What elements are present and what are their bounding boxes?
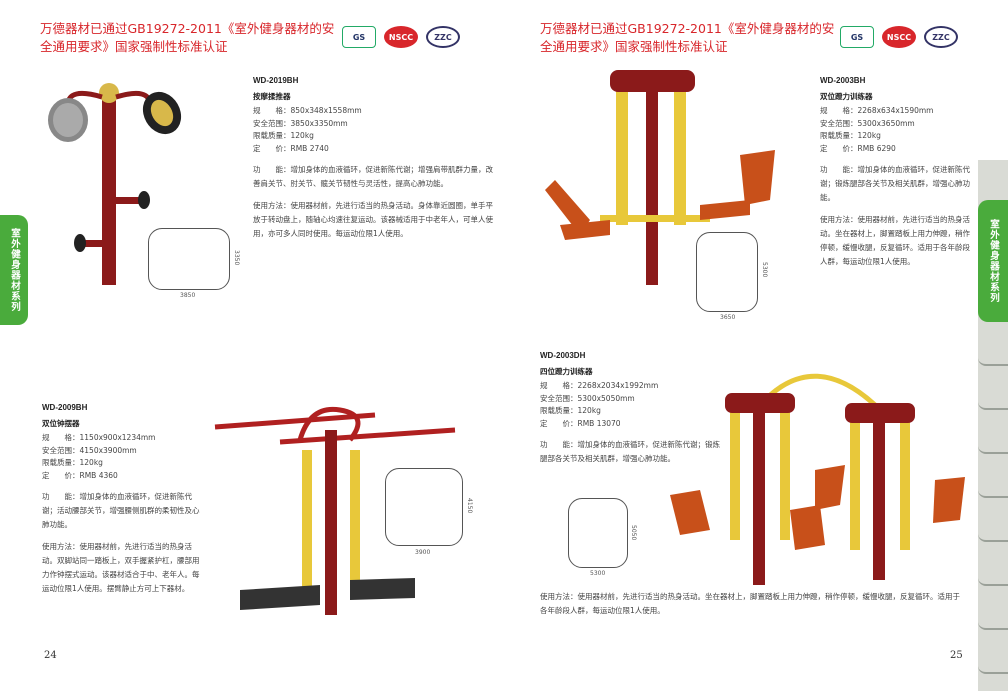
dim-depth: 5050 xyxy=(630,525,637,541)
spec-load: 限载质量：120kg xyxy=(42,458,103,467)
footprint-diagram-1 xyxy=(148,228,230,290)
dim-width: 3850 xyxy=(180,292,196,299)
spec-usage: 使用方法：使用器材前，先进行适当的热身活动。坐在器材上，脚置踏板上用力伸蹬，稍作… xyxy=(540,592,960,615)
spec-size: 规 格：1150x900x1234mm xyxy=(42,433,156,442)
spec-range: 安全范围：5300x5050mm xyxy=(540,393,635,403)
zzc-logo: ZZC xyxy=(924,26,958,48)
grey-tab[interactable] xyxy=(978,366,1008,410)
product-spec-4: WD-2003DH 四位蹬力训练器 规 格：2268x2034x1992mm 安… xyxy=(540,350,720,466)
product-spec-2: WD-2003BH 双位蹬力训练器 规 格：2268x634x1590mm 安全… xyxy=(820,75,970,269)
spec-size: 规 格：2268x2034x1992mm xyxy=(540,381,659,390)
spec-size: 规 格：850x348x1558mm xyxy=(253,106,362,115)
page-number-right: 25 xyxy=(950,650,963,661)
product-spec-3: WD-2009BH 双位钟摆器 规 格：1150x900x1234mm 安全范围… xyxy=(42,402,202,596)
product-spec-1: WD-2019BH 按摩揉推器 规 格：850x348x1558mm 安全范围：… xyxy=(253,75,493,241)
nscc-logo: NSCC xyxy=(882,26,916,48)
footprint-diagram-4 xyxy=(568,498,628,568)
product-name: 双位蹬力训练器 xyxy=(820,91,873,101)
dim-width: 5300 xyxy=(590,570,606,577)
gs-logo: GS xyxy=(840,26,874,48)
spec-price: 定 价：RMB 4360 xyxy=(42,470,118,480)
spec-usage: 使用方法：使用器材前，先进行适当的热身活动。身体靠近圆圈，单手平放于转动盘上，随… xyxy=(253,201,493,238)
side-tab-right[interactable]: 室外健身器材系列 xyxy=(978,200,1008,322)
pendulum-image xyxy=(214,406,456,615)
spec-usage: 使用方法：使用器材前，先进行适当的热身活动。坐在器材上，脚置踏板上用力伸蹬，稍作… xyxy=(820,215,970,266)
grey-tab[interactable] xyxy=(978,498,1008,542)
spec-function: 功 能：增加身体的血液循环，促进新陈代谢；锻炼腿部各关节及相关肌群，增强心肺功能… xyxy=(820,165,970,202)
product-model: WD-2003BH xyxy=(820,76,866,85)
spec-size: 规 格：2268x634x1590mm xyxy=(820,106,934,115)
quad-leg-press-image xyxy=(670,373,965,585)
product-model: WD-2019BH xyxy=(253,76,299,85)
spec-range: 安全范围：5300x3650mm xyxy=(820,118,915,128)
product-name: 按摩揉推器 xyxy=(253,91,291,101)
dim-width: 3900 xyxy=(415,549,431,556)
footprint-diagram-3 xyxy=(385,468,463,546)
spec-load: 限载质量：120kg xyxy=(253,131,314,140)
grey-tab[interactable] xyxy=(978,322,1008,366)
spec-function: 功 能：增加身体的血液循环，促进新陈代谢；活动腰部关节，增强腰侧肌群的柔韧性及心… xyxy=(42,492,200,529)
dim-depth: 3350 xyxy=(233,250,240,266)
nscc-logo: NSCC xyxy=(384,26,418,48)
spec-function: 功 能：增加身体的血液循环，促进新陈代谢；锻炼腿部各关节及相关肌群，增强心肺功能… xyxy=(540,440,720,463)
side-tab-left[interactable]: 室外健身器材系列 xyxy=(0,215,28,325)
product-name: 双位钟摆器 xyxy=(42,418,80,428)
massage-pusher-image xyxy=(48,83,182,285)
spec-load: 限载质量：120kg xyxy=(820,131,881,140)
spec-price: 定 价：RMB 6290 xyxy=(820,143,896,153)
spec-price: 定 价：RMB 13070 xyxy=(540,418,621,428)
product-usage-4: 使用方法：使用器材前，先进行适当的热身活动。坐在器材上，脚置踏板上用力伸蹬，稍作… xyxy=(540,582,960,618)
grey-tab[interactable] xyxy=(978,586,1008,630)
spec-price: 定 价：RMB 2740 xyxy=(253,143,329,153)
grey-tab[interactable] xyxy=(978,454,1008,498)
spec-range: 安全范围：4150x3900mm xyxy=(42,445,137,455)
certification-logos-left: GS NSCC ZZC xyxy=(342,26,460,48)
grey-tab[interactable] xyxy=(978,410,1008,454)
product-name: 四位蹬力训练器 xyxy=(540,366,593,376)
dim-width: 3650 xyxy=(720,314,736,321)
header-title-left: 万德器材已通过GB19272-2011《室外健身器材的安全通用要求》国家强制性标… xyxy=(40,21,335,54)
gs-logo: GS xyxy=(342,26,376,48)
product-model: WD-2003DH xyxy=(540,351,586,360)
spec-range: 安全范围：3850x3350mm xyxy=(253,118,348,128)
spec-load: 限载质量：120kg xyxy=(540,406,601,415)
double-leg-press-image xyxy=(545,70,775,285)
dim-depth: 5300 xyxy=(761,262,768,278)
spec-function: 功 能：增加身体的血液循环，促进新陈代谢；增强肩带肌群力量，改善肩关节、肘关节、… xyxy=(253,165,493,188)
zzc-logo: ZZC xyxy=(426,26,460,48)
grey-tab[interactable] xyxy=(978,630,1008,674)
grey-tab[interactable] xyxy=(978,542,1008,586)
page-number-left: 24 xyxy=(44,650,57,661)
header-title-right: 万德器材已通过GB19272-2011《室外健身器材的安全通用要求》国家强制性标… xyxy=(540,21,835,54)
footprint-diagram-2 xyxy=(696,232,758,312)
product-model: WD-2009BH xyxy=(42,403,88,412)
dim-depth: 4150 xyxy=(466,498,473,514)
certification-logos-right: GS NSCC ZZC xyxy=(840,26,958,48)
spec-usage: 使用方法：使用器材前，先进行适当的热身活动。双脚站同一踏板上，双手握紧护杠，腰部… xyxy=(42,542,200,593)
